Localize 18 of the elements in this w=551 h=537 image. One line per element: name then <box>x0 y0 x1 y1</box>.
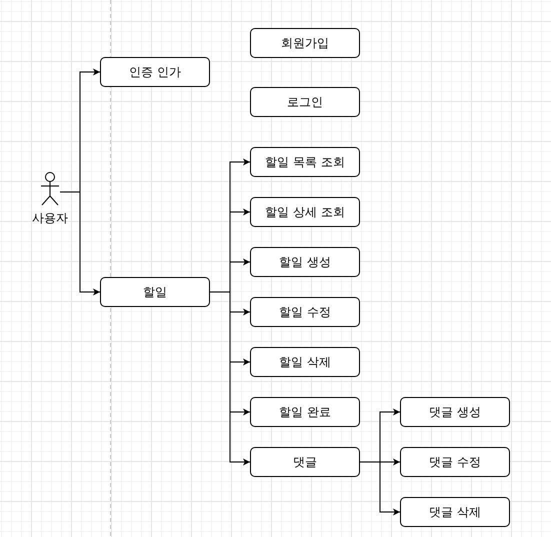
process-box: 할일 상세 조회 <box>250 197 360 227</box>
connector-arrow <box>60 192 100 296</box>
process-box: 댓글 생성 <box>400 397 510 427</box>
process-box: 댓글 <box>250 447 360 477</box>
process-box: 할일 삭제 <box>250 347 360 377</box>
process-box: 댓글 삭제 <box>400 497 510 527</box>
process-box: 로그인 <box>250 87 360 117</box>
process-box: 할일 <box>100 277 210 307</box>
process-box: 할일 수정 <box>250 297 360 327</box>
connector-arrow <box>210 292 250 466</box>
process-box: 댓글 수정 <box>400 447 510 477</box>
process-box: 회원가입 <box>250 28 360 58</box>
actor-label: 사용자 <box>32 210 68 227</box>
process-box: 할일 목록 조회 <box>250 147 360 177</box>
connector-arrow <box>360 462 400 516</box>
process-box: 할일 생성 <box>250 247 360 277</box>
process-box: 인증 인가 <box>100 57 210 87</box>
process-box: 할일 완료 <box>250 397 360 427</box>
